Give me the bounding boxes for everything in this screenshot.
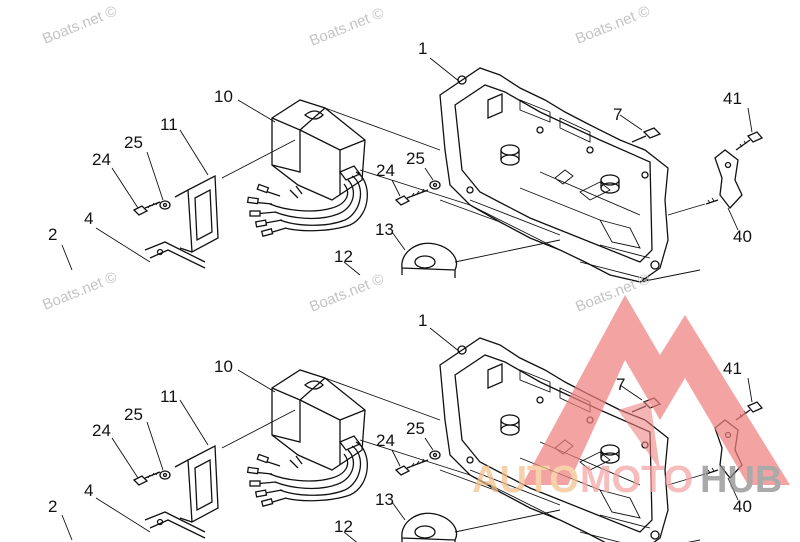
callout-top-4: 4 xyxy=(84,209,93,228)
watermark: Boats.net © xyxy=(307,4,386,49)
automotohub-logo: AUTO MOTO HUB xyxy=(472,295,790,501)
top-callouts: 1 10 11 25 24 2 4 24 25 13 12 7 41 40 xyxy=(48,39,752,266)
callout-top-13: 13 xyxy=(375,220,394,239)
callout-bottom-11: 11 xyxy=(160,387,178,406)
callout-bottom-41: 41 xyxy=(723,359,742,378)
callout-top-40: 40 xyxy=(733,227,752,246)
callout-bottom-25b: 25 xyxy=(406,419,425,438)
callout-top-7: 7 xyxy=(613,105,622,124)
watermark: Boats.net © xyxy=(307,270,386,315)
callout-top-25: 25 xyxy=(124,133,143,152)
bottom-panel: 1 10 11 25 24 2 4 24 25 13 12 7 41 40 xyxy=(48,311,763,542)
callout-bottom-4: 4 xyxy=(84,481,93,500)
callout-bottom-13: 13 xyxy=(375,490,394,509)
callout-bottom-2: 2 xyxy=(48,497,57,516)
callout-bottom-7: 7 xyxy=(616,375,625,394)
callout-bottom-10: 10 xyxy=(214,357,233,376)
callout-bottom-12: 12 xyxy=(334,517,353,536)
callout-top-12: 12 xyxy=(334,247,353,266)
logo-triangle-icon xyxy=(522,295,790,485)
callout-top-1: 1 xyxy=(418,39,427,58)
callout-bottom-1: 1 xyxy=(418,311,427,330)
callout-bottom-40: 40 xyxy=(733,497,752,516)
callout-bottom-25: 25 xyxy=(124,405,143,424)
bottom-callouts: 1 10 11 25 24 2 4 24 25 13 12 7 41 40 xyxy=(48,311,752,536)
callout-top-11: 11 xyxy=(160,115,178,134)
logo-text-moto: MOTO xyxy=(580,459,693,501)
logo-text-hub: HUB xyxy=(700,459,782,501)
watermark: Boats.net © xyxy=(40,2,119,47)
callout-bottom-24: 24 xyxy=(92,421,111,440)
callout-top-24: 24 xyxy=(92,150,111,169)
watermark: Boats.net © xyxy=(573,2,652,47)
top-panel: 1 10 11 25 24 2 4 24 25 13 12 7 41 40 xyxy=(48,39,763,283)
callout-top-25b: 25 xyxy=(406,149,425,168)
callout-top-2: 2 xyxy=(48,225,57,244)
watermark: Boats.net © xyxy=(40,268,119,313)
callout-top-10: 10 xyxy=(214,87,233,106)
callout-top-41: 41 xyxy=(723,89,742,108)
callout-bottom-24b: 24 xyxy=(376,431,395,450)
watermark: Boats.net © xyxy=(573,270,652,315)
callout-top-24b: 24 xyxy=(376,161,395,180)
logo-text-auto: AUTO xyxy=(472,459,579,501)
